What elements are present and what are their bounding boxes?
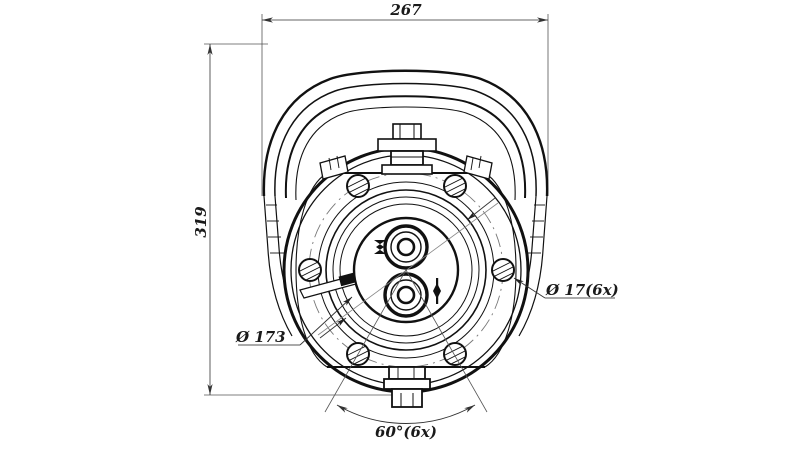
bolt-hole bbox=[443, 342, 467, 366]
ear-left-outer bbox=[263, 195, 293, 337]
bottom-bolt-flange bbox=[383, 378, 431, 390]
flange-right-arc bbox=[484, 172, 517, 368]
key-slot-detail bbox=[299, 272, 357, 299]
bolt-hole bbox=[346, 174, 370, 198]
hub-ring-4 bbox=[339, 203, 473, 337]
top-bolt-head bbox=[392, 123, 422, 140]
angle-leg-right bbox=[405, 269, 488, 413]
ear-right-ribs bbox=[527, 204, 545, 254]
top-bolt-fitting bbox=[377, 123, 437, 175]
angle-leg-left bbox=[324, 269, 407, 413]
leader-arrow-17 bbox=[513, 277, 546, 299]
dim-label-bolt-hole: Ø 17(6x) bbox=[545, 281, 619, 299]
ear-left-ribs bbox=[266, 204, 284, 254]
top-bolt-nut bbox=[390, 150, 424, 166]
dim-label-bolt-circle: Ø 173 bbox=[235, 328, 286, 346]
bolt-hole bbox=[443, 174, 467, 198]
port-upper bbox=[383, 224, 429, 270]
dim-label-overall-width: 267 bbox=[389, 1, 422, 19]
hub-face-circle bbox=[352, 216, 460, 324]
bolt-hole bbox=[491, 258, 515, 282]
bracket-tab-slots bbox=[328, 155, 482, 171]
flange-left-arc bbox=[295, 172, 328, 368]
dim-label-overall-height: 319 bbox=[192, 206, 210, 238]
ear-right-outer bbox=[518, 195, 548, 337]
port-lower bbox=[383, 272, 429, 318]
bc-arrow-upper bbox=[466, 197, 496, 221]
bail-inner-edge-1 bbox=[274, 82, 537, 197]
bail-inner-contour bbox=[284, 95, 527, 199]
leader-bolt-circle bbox=[238, 296, 353, 346]
bottom-bolt-body bbox=[391, 388, 423, 408]
dimension-lines-group bbox=[204, 14, 549, 396]
section-cut-line bbox=[317, 202, 499, 336]
bc-arrow-lower bbox=[319, 317, 347, 339]
bail-outer-contour bbox=[262, 69, 549, 197]
bracket-tab-right bbox=[463, 155, 493, 180]
bolt-circle-arrows bbox=[319, 197, 496, 339]
dim-label-bolt-spacing: 60°(6x) bbox=[375, 423, 437, 441]
bracket-tabs-group bbox=[319, 155, 493, 180]
bolt-hole bbox=[298, 258, 322, 282]
port-marker-diamond-icon bbox=[433, 278, 441, 304]
leader-arrow-173 bbox=[299, 296, 353, 346]
bail-inner-edge-2 bbox=[295, 106, 516, 201]
top-bolt-base bbox=[381, 164, 433, 175]
hub-ring-2 bbox=[325, 189, 487, 351]
angular-dimension-60 bbox=[324, 269, 488, 424]
bottom-bolt-fitting bbox=[383, 366, 431, 408]
bracket-tab-left bbox=[319, 155, 349, 180]
bottom-bolt-nut-1 bbox=[388, 366, 426, 380]
hub-rings bbox=[317, 181, 495, 359]
leader-bolt-hole bbox=[513, 277, 615, 299]
port-marker-hourglass-icon bbox=[374, 240, 386, 254]
angle-arc-60 bbox=[336, 404, 476, 424]
top-bolt-washer bbox=[377, 138, 437, 152]
hub-ring-3 bbox=[332, 196, 480, 344]
bail-handle bbox=[262, 69, 549, 201]
hydraulic-ports-group bbox=[374, 224, 441, 318]
